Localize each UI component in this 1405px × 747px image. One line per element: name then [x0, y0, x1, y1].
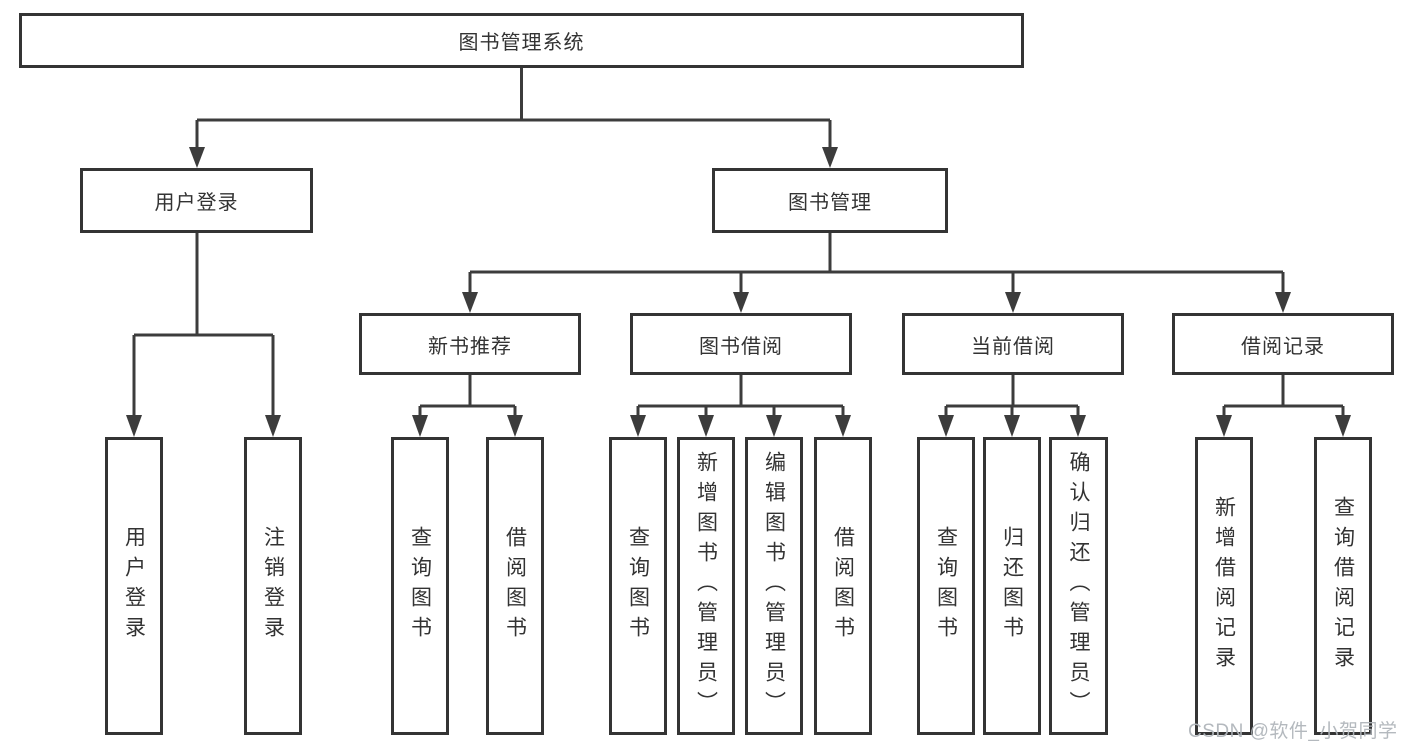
leaf-add-borrow-record: 新增借阅记录 — [1195, 437, 1253, 735]
leaf-confirm-return-admin: 确认归还（管理员） — [1049, 437, 1108, 735]
leaf-label: 新增借阅记录 — [1212, 496, 1236, 676]
node-label: 图书管理 — [788, 192, 872, 214]
leaf-label: 编辑图书（管理员） — [762, 451, 786, 721]
node-label: 当前借阅 — [971, 335, 1055, 358]
node-label: 图书借阅 — [699, 335, 783, 358]
leaf-label: 查询图书 — [934, 526, 958, 646]
node-new-book-recommendation: 新书推荐 — [359, 313, 581, 375]
leaf-query-books-borrowing: 查询图书 — [609, 437, 667, 735]
leaf-add-books-admin: 新增图书（管理员） — [677, 437, 735, 735]
leaf-edit-books-admin: 编辑图书（管理员） — [745, 437, 803, 735]
node-borrowing-records: 借阅记录 — [1172, 313, 1394, 375]
node-current-borrowing: 当前借阅 — [902, 313, 1124, 375]
leaf-borrow-books-recommend: 借阅图书 — [486, 437, 544, 735]
leaf-label: 注销登录 — [261, 526, 285, 646]
leaf-query-books-current: 查询图书 — [917, 437, 975, 735]
watermark: CSDN @软件_小贺同学 — [1188, 721, 1398, 742]
leaf-label: 查询借阅记录 — [1331, 496, 1355, 676]
node-label: 图书管理系统 — [458, 32, 585, 54]
leaf-logout: 注销登录 — [244, 437, 302, 735]
leaf-query-books-recommend: 查询图书 — [391, 437, 449, 735]
node-label: 用户登录 — [154, 192, 239, 214]
leaf-label: 归还图书 — [1000, 526, 1024, 646]
leaf-label: 确认归还（管理员） — [1067, 451, 1090, 721]
leaf-label: 用户登录 — [122, 526, 146, 646]
node-user-login: 用户登录 — [80, 168, 313, 233]
leaf-label: 新增图书（管理员） — [694, 451, 718, 721]
node-label: 借阅记录 — [1241, 335, 1325, 358]
leaf-borrow-books-borrowing: 借阅图书 — [814, 437, 872, 735]
node-library-management-system: 图书管理系统 — [19, 13, 1024, 68]
node-book-borrowing: 图书借阅 — [630, 313, 852, 375]
node-label: 新书推荐 — [428, 335, 512, 358]
leaf-label: 查询图书 — [626, 526, 650, 646]
leaf-query-borrow-record: 查询借阅记录 — [1314, 437, 1372, 735]
leaf-user-login: 用户登录 — [105, 437, 163, 735]
node-book-management: 图书管理 — [712, 168, 948, 233]
leaf-label: 查询图书 — [408, 526, 432, 646]
leaf-label: 借阅图书 — [503, 526, 527, 646]
leaf-label: 借阅图书 — [831, 526, 855, 646]
leaf-return-books: 归还图书 — [983, 437, 1041, 735]
